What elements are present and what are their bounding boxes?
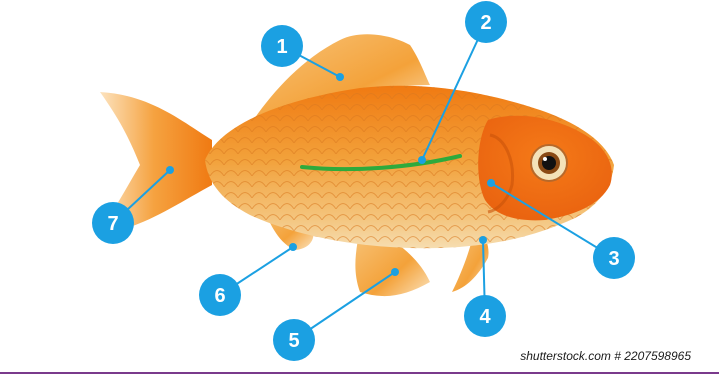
leader-dot-7 bbox=[166, 166, 174, 174]
leader-dot-3 bbox=[487, 179, 495, 187]
leader-dot-6 bbox=[289, 243, 297, 251]
callout-number-6: 6 bbox=[214, 285, 225, 307]
callout-number-3: 3 bbox=[608, 248, 619, 270]
leader-dot-1 bbox=[336, 73, 344, 81]
eye-highlight bbox=[543, 157, 547, 161]
callout-number-1: 1 bbox=[276, 36, 287, 58]
callout-number-2: 2 bbox=[480, 12, 491, 34]
leader-dot-2 bbox=[418, 156, 426, 164]
watermark-text: shutterstock.com # 2207598965 bbox=[520, 349, 691, 363]
goldfish-illustration bbox=[96, 34, 614, 296]
leader-dot-4 bbox=[479, 236, 487, 244]
callout-5: 5 bbox=[273, 268, 399, 361]
bottom-divider bbox=[0, 372, 719, 374]
callout-number-4: 4 bbox=[479, 306, 491, 328]
callout-number-7: 7 bbox=[107, 213, 118, 235]
callout-number-5: 5 bbox=[288, 330, 299, 352]
leader-dot-5 bbox=[391, 268, 399, 276]
callout-6: 6 bbox=[199, 243, 297, 316]
